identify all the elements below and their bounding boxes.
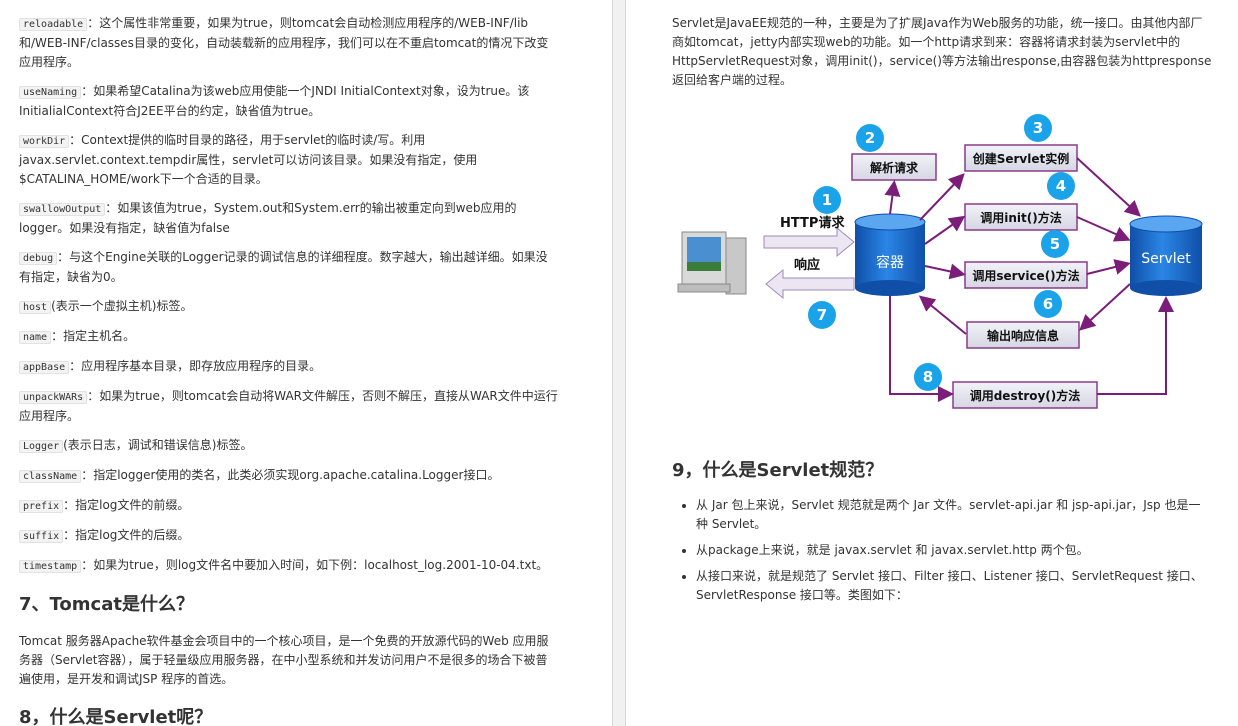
attribute-paragraph: name：指定主机名。 (19, 327, 559, 347)
attribute-description: ：如果为true，则log文件名中要加入时间，如下例：localhost_log… (81, 558, 549, 572)
attribute-paragraph: unpackWARs：如果为true，则tomcat会自动将WAR文件解压，否则… (19, 387, 559, 426)
attribute-paragraph: workDir：Context提供的临时目录的路径，用于servlet的临时读/… (19, 131, 559, 189)
request-arrow (763, 226, 855, 258)
spec-bullet: 从接口来说，就是规范了 Servlet 接口、Filter 接口、Listene… (696, 567, 1212, 605)
init-label: 调用init()方法 (980, 210, 1061, 225)
destroy-box (952, 381, 1098, 409)
servlet-label: Servlet (1141, 251, 1191, 267)
attribute-code: debug (19, 252, 58, 265)
container-cylinder (854, 213, 926, 296)
attribute-code: name (19, 331, 52, 344)
step-7-circle (808, 301, 836, 329)
attribute-paragraph: debug：与这个Engine关联的Logger记录的调试信息的详细程度。数字越… (19, 248, 559, 287)
attribute-description: ：与这个Engine关联的Logger记录的调试信息的详细程度。数字越大，输出越… (19, 250, 548, 284)
step-5-number: 5 (1050, 235, 1060, 253)
left-column: reloadable：这个属性非常重要，如果为true，则tomcat会自动检测… (19, 14, 559, 726)
heading-9: 9，什么是Servlet规范？ (672, 460, 884, 481)
attribute-code: className (19, 470, 82, 483)
step-1-number: 1 (822, 191, 832, 209)
attribute-paragraph: host(表示一个虚拟主机)标签。 (19, 297, 559, 317)
servlet-lifecycle-diagram: HTTP请求 响应 容器 Servlet 解析请求 创建Servlet实例 调用… (677, 114, 1203, 409)
attribute-paragraph: suffix：指定log文件的后缀。 (19, 526, 559, 546)
attribute-paragraph: swallowOutput：如果该值为true，System.out和Syste… (19, 199, 559, 238)
attribute-description: ：指定logger使用的类名，此类必须实现org.apache.catalina… (81, 468, 500, 482)
response-label: 响应 (794, 257, 820, 273)
attribute-paragraph: prefix：指定log文件的前缀。 (19, 496, 559, 516)
attribute-description: ：指定log文件的后缀。 (63, 528, 190, 542)
destroy-label: 调用destroy()方法 (970, 388, 1081, 403)
create-label: 创建Servlet实例 (972, 151, 1070, 166)
paragraph-tomcat: Tomcat 服务器Apache软件基金会项目中的一个核心项目，是一个免费的开放… (19, 634, 549, 686)
attribute-code: suffix (19, 530, 64, 543)
parse-box (851, 153, 937, 181)
attribute-paragraph: reloadable：这个属性非常重要，如果为true，则tomcat会自动检测… (19, 14, 559, 72)
computer-icon (677, 231, 747, 295)
heading-8: 8，什么是Servlet呢？ (19, 707, 213, 726)
attribute-paragraph: Logger(表示日志，调试和错误信息)标签。 (19, 436, 559, 456)
attribute-paragraph: className：指定logger使用的类名，此类必须实现org.apache… (19, 466, 559, 486)
attribute-paragraph: useNaming：如果希望Catalina为该web应用使能一个JNDI In… (19, 82, 559, 121)
spec-bullet: 从package上来说，就是 javax.servlet 和 javax.ser… (696, 541, 1212, 560)
step-7-number: 7 (817, 306, 827, 324)
create-box (964, 144, 1078, 172)
step-3-number: 3 (1033, 119, 1043, 137)
step-6-circle (1034, 290, 1062, 318)
heading-7: 7、Tomcat是什么？ (19, 594, 194, 615)
flow-arrows (884, 157, 1174, 402)
spec-bullet-list: 从 Jar 包上来说，Servlet 规范就是两个 Jar 文件。servlet… (672, 496, 1212, 605)
right-page: Servlet是JavaEE规范的一种，主要是为了扩展Java作为Web服务的功… (626, 0, 1238, 726)
left-page: reloadable：这个属性非常重要，如果为true，则tomcat会自动检测… (0, 0, 612, 726)
attribute-description: (表示日志，调试和错误信息)标签。 (63, 438, 253, 452)
attribute-paragraph: timestamp：如果为true，则log文件名中要加入时间，如下例：loca… (19, 556, 559, 576)
attribute-description: ：指定log文件的前缀。 (63, 498, 190, 512)
response-arrow (765, 268, 855, 300)
attribute-description: ：应用程序基本目录，即存放应用程序的目录。 (69, 359, 322, 373)
attribute-description: ：如果为true，则tomcat会自动将WAR文件解压，否则不解压，直接从WAR… (19, 389, 558, 423)
step-4-circle (1047, 172, 1075, 200)
attribute-description: ：这个属性非常重要，如果为true，则tomcat会自动检测应用程序的/WEB-… (19, 16, 549, 69)
step-2-circle (856, 124, 884, 152)
step-8-circle (914, 363, 942, 391)
attribute-code: prefix (19, 500, 64, 513)
servlet-intro: Servlet是JavaEE规范的一种，主要是为了扩展Java作为Web服务的功… (672, 16, 1212, 87)
parse-label: 解析请求 (870, 160, 919, 175)
container-label: 容器 (876, 254, 904, 271)
attribute-code: swallowOutput (19, 203, 106, 216)
attribute-code: appBase (19, 361, 70, 374)
output-label: 输出响应信息 (987, 328, 1059, 343)
step-6-number: 6 (1043, 295, 1053, 313)
step-8-number: 8 (923, 368, 933, 386)
servlet-cylinder (1129, 215, 1203, 296)
attribute-description: (表示一个虚拟主机)标签。 (51, 299, 193, 313)
attribute-description: ：指定主机名。 (51, 329, 136, 343)
step-4-number: 4 (1056, 177, 1066, 195)
attribute-list: reloadable：这个属性非常重要，如果为true，则tomcat会自动检测… (19, 14, 559, 576)
attribute-code: unpackWARs (19, 391, 88, 404)
attribute-code: workDir (19, 135, 70, 148)
output-box (966, 321, 1080, 349)
attribute-code: reloadable (19, 18, 88, 31)
attribute-code: timestamp (19, 560, 82, 573)
step-5-circle (1041, 230, 1069, 258)
service-label: 调用service()方法 (972, 268, 1079, 283)
attribute-description: ：如果希望Catalina为该web应用使能一个JNDI InitialCont… (19, 84, 530, 118)
attribute-paragraph: appBase：应用程序基本目录，即存放应用程序的目录。 (19, 357, 559, 377)
attribute-code: useNaming (19, 86, 82, 99)
attribute-description: ：Context提供的临时目录的路径，用于servlet的临时读/写。利用jav… (19, 133, 478, 186)
attribute-code: Logger (19, 440, 64, 453)
spec-bullet: 从 Jar 包上来说，Servlet 规范就是两个 Jar 文件。servlet… (696, 496, 1212, 534)
page-gutter (612, 0, 626, 726)
right-column: Servlet是JavaEE规范的一种，主要是为了扩展Java作为Web服务的功… (672, 14, 1212, 100)
step-1-circle (813, 186, 841, 214)
http-request-label: HTTP请求 (780, 215, 845, 231)
servlet-spec-section: 9，什么是Servlet规范？ 从 Jar 包上来说，Servlet 规范就是两… (672, 456, 1212, 612)
step-3-circle (1024, 114, 1052, 142)
attribute-code: host (19, 301, 52, 314)
step-2-number: 2 (865, 129, 875, 147)
step-circles: 1 2 3 4 5 6 7 8 (808, 114, 1075, 391)
attribute-description: ：如果该值为true，System.out和System.err的输出被重定向到… (19, 201, 517, 235)
